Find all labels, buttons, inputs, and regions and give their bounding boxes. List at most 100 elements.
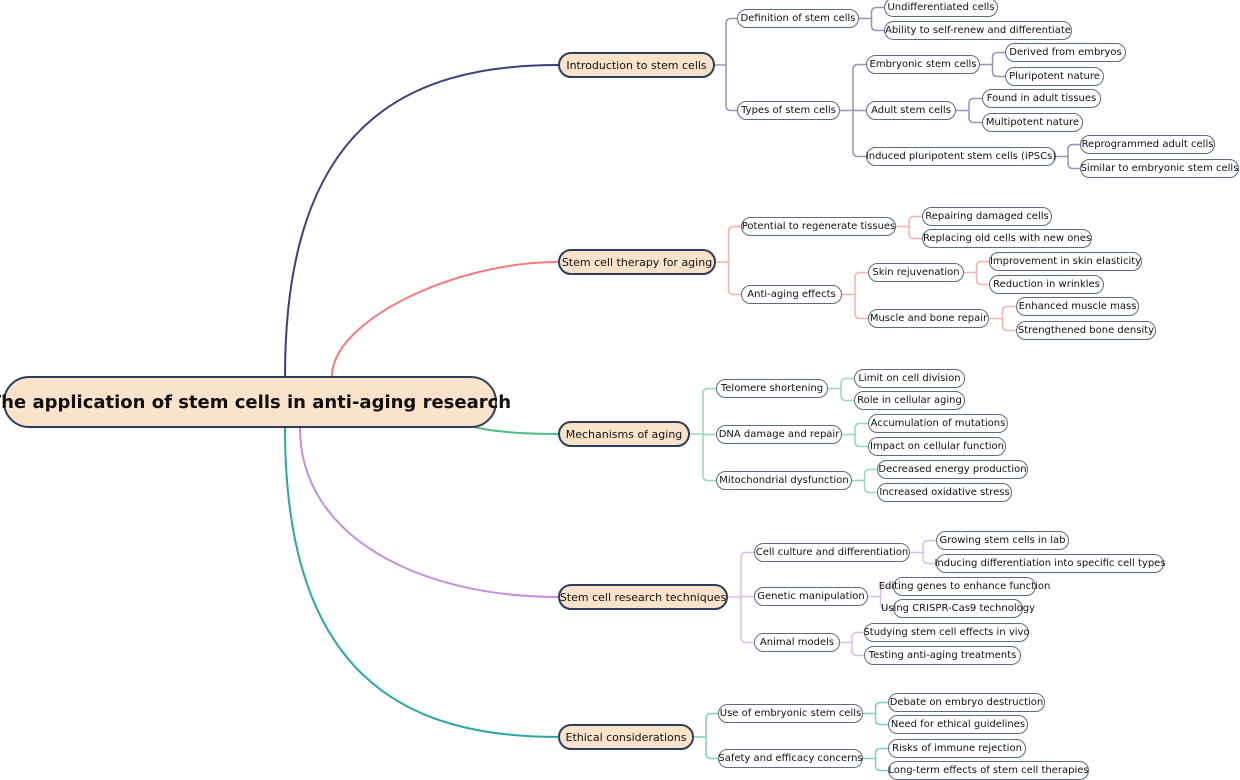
leaf-muscle-mass[interactable]: Enhanced muscle mass [1016, 297, 1139, 316]
subtopic-label: Anti-aging effects [747, 289, 836, 300]
connector-elbow [879, 596, 893, 610]
leaf-label: Accumulation of mutations [870, 418, 1006, 429]
connector-elbow [727, 225, 741, 262]
topic-therapy[interactable]: Stem cell therapy for aging [558, 249, 716, 275]
subtopic-animal-models[interactable]: Animal models [754, 633, 840, 652]
leaf-wrinkles[interactable]: Reduction in wrinkles [989, 275, 1104, 294]
leaf-editing-genes[interactable]: Editing genes to enhance function [879, 577, 1050, 596]
subtopic-adult[interactable]: Adult stem cells [866, 101, 956, 120]
subtopic-anti-aging-effects[interactable]: Anti-aging effects [741, 285, 842, 304]
leaf-repairing[interactable]: Repairing damaged cells [922, 207, 1052, 226]
leaf-label: Debate on embryo destruction [889, 697, 1044, 708]
leaf-label: Limit on cell division [858, 373, 961, 384]
leaf-replacing[interactable]: Replacing old cells with new ones [922, 229, 1092, 248]
leaf-crispr[interactable]: Using CRISPR-Cas9 technology [881, 599, 1035, 618]
leaf-cellular-function[interactable]: Impact on cellular function [868, 437, 1006, 456]
subtopic-embryonic[interactable]: Embryonic stem cells [866, 55, 980, 74]
topic-research-techniques[interactable]: Stem cell research techniques [558, 584, 728, 610]
leaf-label: Reprogrammed adult cells [1081, 139, 1214, 150]
leaf-derived-embryos[interactable]: Derived from embryos [1005, 43, 1126, 62]
subtopic-definition[interactable]: Definition of stem cells [737, 9, 859, 28]
subtopic-mitochondrial[interactable]: Mitochondrial dysfunction [716, 471, 852, 490]
leaf-label: Improvement in skin elasticity [989, 256, 1142, 267]
connector-elbow [1001, 318, 1016, 332]
leaf-inducing-differentiation[interactable]: Inducing differentiation into specific c… [934, 554, 1166, 573]
subtopic-safety-efficacy[interactable]: Safety and efficacy concerns [718, 749, 863, 768]
connector-elbow [702, 434, 716, 482]
topic-label: Ethical considerations [565, 730, 687, 744]
connector-elbow [740, 597, 754, 644]
subtopic-ipscs[interactable]: Induced pluripotent stem cells (iPSCs) [866, 147, 1056, 166]
subtopic-label: Safety and efficacy concerns [718, 753, 863, 764]
connector-elbow [991, 51, 1005, 65]
connector-elbow [922, 539, 936, 553]
leaf-cell-division[interactable]: Limit on cell division [854, 369, 965, 388]
leaf-pluripotent[interactable]: Pluripotent nature [1005, 67, 1104, 86]
branch-curve [284, 64, 559, 377]
topic-mechanisms[interactable]: Mechanisms of aging [558, 421, 690, 447]
central-topic[interactable]: The application of stem cells in anti-ag… [0, 376, 511, 428]
leaf-label: Inducing differentiation into specific c… [934, 558, 1166, 569]
leaf-self-renew[interactable]: Ability to self-renew and differentiate [884, 21, 1072, 40]
connector-elbow [740, 595, 754, 598]
leaf-adult-tissues[interactable]: Found in adult tissues [982, 89, 1101, 108]
subtopic-cell-culture[interactable]: Cell culture and differentiation [754, 543, 910, 562]
connector-elbow [854, 422, 868, 435]
subtopic-label: Telomere shortening [720, 383, 824, 394]
subtopic-embryonic-use[interactable]: Use of embryonic stem cells [718, 704, 863, 723]
leaf-label: Role in cellular aging [857, 395, 962, 406]
subtopic-skin[interactable]: Skin rejuvenation [868, 263, 964, 282]
leaf-label: Testing anti-aging treatments [868, 650, 1017, 661]
leaf-bone-density[interactable]: Strengthened bone density [1016, 321, 1156, 340]
subtopic-types[interactable]: Types of stem cells [737, 101, 840, 120]
connector-elbow [854, 434, 868, 448]
topic-ethical[interactable]: Ethical considerations [558, 724, 694, 750]
leaf-energy-production[interactable]: Decreased energy production [877, 460, 1028, 479]
leaf-oxidative-stress[interactable]: Increased oxidative stress [877, 483, 1012, 502]
connector-elbow [968, 110, 982, 124]
connector-elbow [968, 97, 982, 111]
subtopic-label: Potential to regenerate tissues [741, 221, 896, 232]
subtopic-regenerate[interactable]: Potential to regenerate tissues [741, 217, 896, 236]
leaf-in-vivo[interactable]: Studying stem cell effects in vivo [863, 623, 1030, 642]
subtopic-label: Cell culture and differentiation [755, 547, 909, 558]
connector-elbow [879, 585, 893, 597]
connector-elbow [1001, 305, 1016, 319]
leaf-mutations[interactable]: Accumulation of mutations [868, 414, 1008, 433]
connector-elbow [1067, 156, 1080, 170]
leaf-label: Derived from embryos [1009, 47, 1122, 58]
leaf-cellular-aging[interactable]: Role in cellular aging [854, 391, 965, 410]
subtopic-label: Genetic manipulation [757, 591, 865, 602]
connector-elbow [874, 758, 888, 772]
subtopic-telomere[interactable]: Telomere shortening [716, 379, 828, 398]
leaf-undifferentiated[interactable]: Undifferentiated cells [884, 0, 998, 17]
central-topic-label: The application of stem cells in anti-ag… [0, 391, 512, 413]
subtopic-label: Types of stem cells [741, 105, 836, 116]
connector-elbow [852, 63, 866, 111]
connector-elbow [702, 433, 716, 436]
subtopic-muscle-bone[interactable]: Muscle and bone repair [868, 309, 989, 328]
connector-elbow [702, 387, 716, 434]
leaf-multipotent[interactable]: Multipotent nature [982, 113, 1083, 132]
connector-elbow [1067, 143, 1080, 157]
leaf-growing-lab[interactable]: Growing stem cells in lab [936, 531, 1069, 550]
leaf-embryo-destruction[interactable]: Debate on embryo destruction [888, 693, 1045, 712]
topic-label: Stem cell research techniques [559, 590, 727, 604]
leaf-elasticity[interactable]: Improvement in skin elasticity [989, 252, 1142, 271]
topic-label: Introduction to stem cells [566, 58, 707, 72]
leaf-label: Decreased energy production [878, 464, 1027, 475]
leaf-label: Repairing damaged cells [925, 211, 1049, 222]
subtopic-dna-damage[interactable]: DNA damage and repair [716, 425, 842, 444]
leaf-label: Long-term effects of stem cell therapies [888, 765, 1089, 776]
leaf-testing-treatments[interactable]: Testing anti-aging treatments [864, 646, 1021, 665]
topic-introduction[interactable]: Introduction to stem cells [558, 52, 715, 78]
leaf-label: Using CRISPR-Cas9 technology [881, 603, 1035, 614]
leaf-ethical-guidelines[interactable]: Need for ethical guidelines [888, 715, 1028, 734]
leaf-similar-embryonic[interactable]: Similar to embryonic stem cells [1080, 159, 1239, 178]
subtopic-genetic[interactable]: Genetic manipulation [754, 587, 868, 606]
connector-elbow [908, 215, 922, 227]
leaf-immune-rejection[interactable]: Risks of immune rejection [888, 739, 1026, 758]
leaf-long-term-effects[interactable]: Long-term effects of stem cell therapies [888, 761, 1089, 780]
connector-elbow [874, 747, 888, 759]
leaf-reprogrammed[interactable]: Reprogrammed adult cells [1080, 135, 1215, 154]
